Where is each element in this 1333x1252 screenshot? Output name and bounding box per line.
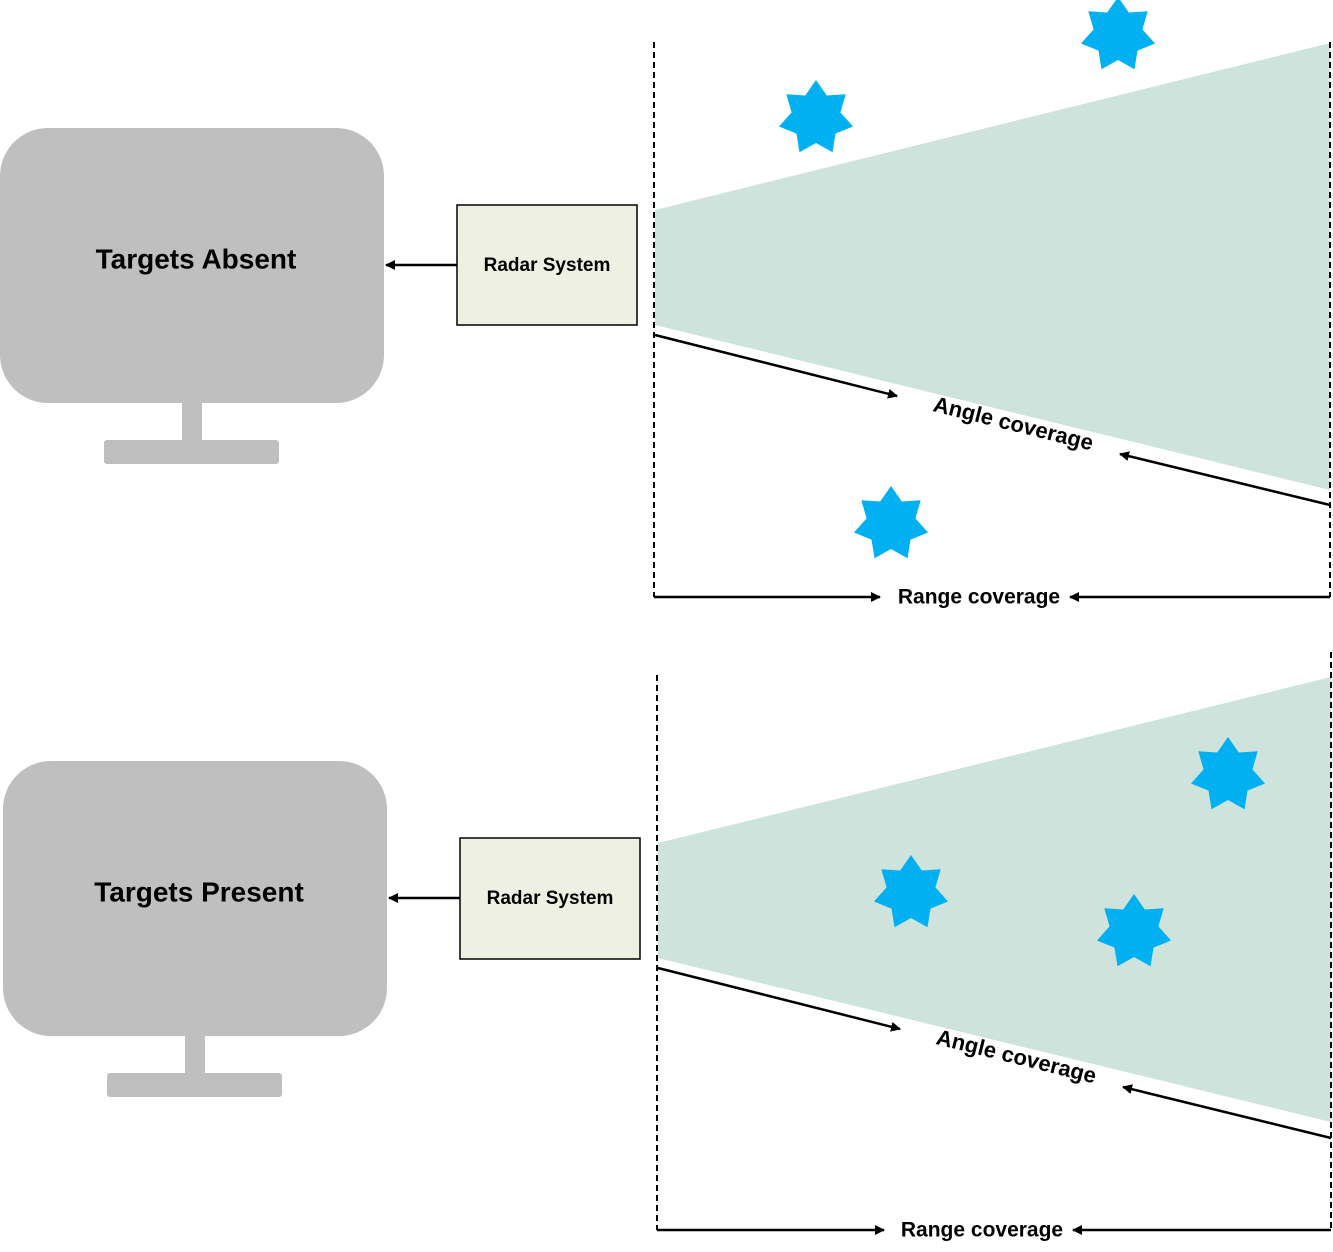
star-shape [854, 486, 928, 559]
panel-targets-absent: Targets Absent Radar System Angle covera… [0, 0, 1331, 609]
angle-arrow-right [1122, 1084, 1332, 1140]
coverage-beam [655, 43, 1330, 490]
monitor-screen [0, 128, 384, 403]
monitor-base [104, 440, 279, 464]
monitor-icon [3, 761, 387, 1097]
star-shape [1097, 894, 1171, 967]
target-star-icon [1191, 737, 1265, 810]
panel-targets-present: Targets Present Radar System Angle cover… [3, 652, 1332, 1242]
monitor-icon [0, 128, 384, 464]
target-star-icon [1097, 894, 1171, 967]
target-star-icon [874, 855, 948, 928]
angle-arrow-left [654, 333, 898, 399]
monitor-base [107, 1073, 282, 1097]
monitor-screen [3, 761, 387, 1036]
radar-system-label: Radar System [487, 888, 614, 909]
radar-system-box [456, 204, 638, 326]
star-shape [1081, 0, 1155, 70]
monitor-neck [185, 1036, 205, 1074]
monitor-label: Targets Present [94, 876, 304, 907]
target-star-icon [854, 486, 928, 559]
monitor-label: Targets Absent [96, 243, 297, 274]
target-star-icon [779, 80, 853, 153]
angle-arrow-left [657, 966, 901, 1032]
monitor-neck [182, 403, 202, 441]
range-coverage-label: Range coverage [901, 1219, 1063, 1242]
range-coverage-label: Range coverage [898, 586, 1060, 609]
radar-system-label: Radar System [484, 255, 611, 276]
star-shape [779, 80, 853, 153]
star-shape [1191, 737, 1265, 810]
radar-system-box [459, 837, 641, 960]
angle-arrow-right [1119, 451, 1331, 507]
star-shape [874, 855, 948, 928]
target-star-icon [1081, 0, 1155, 70]
coverage-beam [658, 677, 1331, 1122]
